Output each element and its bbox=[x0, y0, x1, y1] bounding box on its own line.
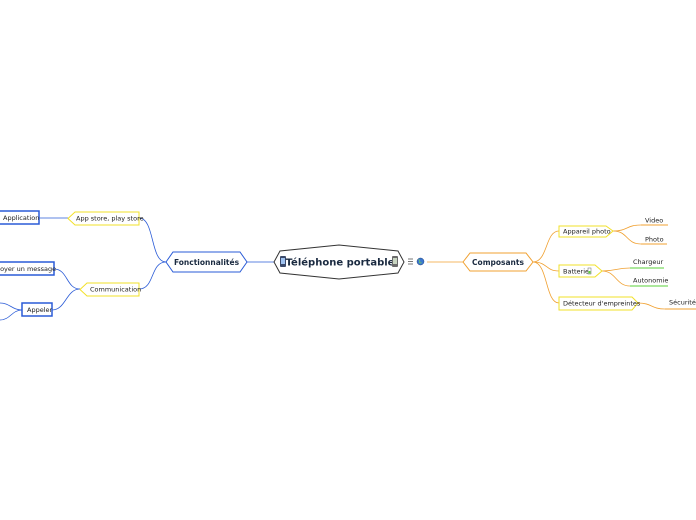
notes-icon bbox=[408, 258, 413, 265]
connector-comm-envoyer bbox=[53, 268, 81, 290]
leaf-photo-label: Photo bbox=[645, 236, 664, 244]
connector-composants-detecteur bbox=[532, 261, 560, 304]
leaf-video-label: Video bbox=[645, 217, 663, 225]
node-appareil-photo-label: Appareil photo bbox=[563, 228, 611, 236]
battery-icon bbox=[587, 267, 592, 275]
branch-fonctionnalites-label: Fonctionnalités bbox=[174, 258, 240, 267]
central-title: Téléphone portable bbox=[286, 257, 395, 269]
connector-appareil-video bbox=[612, 224, 642, 232]
connector-detecteur-securite bbox=[637, 302, 666, 310]
connector-fonct-appstore bbox=[138, 217, 167, 263]
connector-batterie-chargeur bbox=[601, 267, 631, 272]
node-detecteur[interactable]: Détecteur d'empreintes bbox=[558, 296, 641, 311]
node-appareil-photo[interactable]: Appareil photo bbox=[558, 225, 614, 238]
connector-batterie-autonomie bbox=[601, 270, 631, 287]
leaf-securite[interactable]: Sécurité bbox=[665, 299, 696, 310]
leaf-autonomie-label: Autonomie bbox=[633, 277, 668, 285]
connectors bbox=[0, 217, 666, 321]
branch-fonctionnalites[interactable]: Fonctionnalités bbox=[165, 251, 248, 273]
node-batterie[interactable]: Batterie bbox=[558, 264, 603, 278]
leaf-application-label: Application bbox=[3, 214, 39, 222]
connector-comm-appeler bbox=[51, 288, 81, 311]
leaf-appeler-label: Appeler bbox=[27, 306, 53, 314]
node-batterie-label: Batterie bbox=[563, 268, 589, 276]
leaf-envoyer-message-label: Envoyer un message bbox=[0, 265, 56, 273]
globe-icon bbox=[416, 257, 425, 266]
connector-appeler-child-b bbox=[0, 309, 23, 321]
connector-appeler-child-a bbox=[0, 302, 23, 311]
central-topic[interactable]: Téléphone portable bbox=[273, 244, 405, 280]
leaf-chargeur-label: Chargeur bbox=[633, 258, 663, 266]
node-app-store-label: App store, play store bbox=[76, 215, 144, 223]
connector-fonct-communication bbox=[138, 261, 167, 290]
leaf-appeler[interactable]: Appeler bbox=[21, 302, 53, 317]
node-detecteur-label: Détecteur d'empreintes bbox=[563, 300, 641, 308]
node-communication-label: Communication bbox=[90, 286, 141, 294]
leaf-securite-label: Sécurité bbox=[669, 299, 696, 307]
leaf-autonomie[interactable]: Autonomie bbox=[630, 277, 668, 287]
phone-icon bbox=[392, 256, 398, 267]
node-communication[interactable]: Communication bbox=[79, 282, 141, 297]
branch-composants[interactable]: Composants bbox=[462, 252, 534, 272]
leaf-envoyer-message[interactable]: Envoyer un message bbox=[0, 261, 56, 276]
connector-composants-batterie bbox=[532, 261, 560, 272]
leaf-video[interactable]: Video bbox=[641, 217, 668, 226]
connector-appareil-photo bbox=[612, 230, 642, 245]
connector-composants-appareil bbox=[532, 230, 560, 263]
node-app-store[interactable]: App store, play store bbox=[67, 211, 144, 226]
leaf-application[interactable]: Application bbox=[0, 210, 40, 225]
branch-composants-label: Composants bbox=[472, 258, 524, 267]
phone-icon bbox=[280, 256, 286, 267]
leaf-photo[interactable]: Photo bbox=[641, 236, 667, 245]
leaf-chargeur[interactable]: Chargeur bbox=[630, 258, 664, 269]
